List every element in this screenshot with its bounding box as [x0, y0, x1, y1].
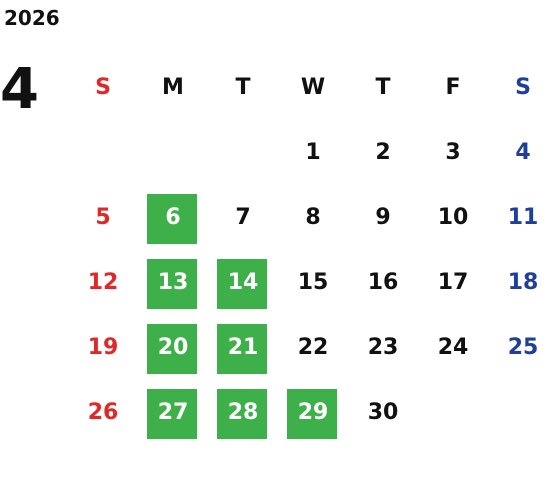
day-cell-29[interactable]: 29 — [278, 380, 348, 445]
day-cell-9[interactable]: 9 — [348, 185, 418, 250]
day-number: 8 — [305, 204, 321, 230]
day-cell-30[interactable]: 30 — [348, 380, 418, 445]
day-cell-6[interactable]: 6 — [138, 185, 208, 250]
day-cell-27[interactable]: 27 — [138, 380, 208, 445]
month-label: 4 — [0, 57, 39, 122]
day-number: 2 — [375, 139, 391, 165]
day-number: 11 — [507, 204, 539, 230]
day-cell-19[interactable]: 19 — [68, 315, 138, 380]
weekday-label: W — [300, 74, 326, 100]
day-number: 12 — [87, 269, 119, 295]
empty-day-cell — [208, 120, 278, 185]
weekday-label: S — [95, 74, 111, 100]
day-cell-15[interactable]: 15 — [278, 250, 348, 315]
day-number: 29 — [297, 399, 329, 425]
weekday-label: T — [235, 74, 251, 100]
weekday-header: W — [278, 55, 348, 120]
day-number: 5 — [95, 204, 111, 230]
day-cell-24[interactable]: 24 — [418, 315, 488, 380]
day-cell-14[interactable]: 14 — [208, 250, 278, 315]
day-cell-22[interactable]: 22 — [278, 315, 348, 380]
day-cell-23[interactable]: 23 — [348, 315, 418, 380]
day-number: 15 — [297, 269, 329, 295]
day-number: 26 — [87, 399, 119, 425]
day-number: 25 — [507, 334, 539, 360]
day-number: 19 — [87, 334, 119, 360]
day-number: 3 — [445, 139, 461, 165]
day-cell-12[interactable]: 12 — [68, 250, 138, 315]
day-number: 17 — [437, 269, 469, 295]
day-number: 1 — [305, 139, 321, 165]
day-cell-7[interactable]: 7 — [208, 185, 278, 250]
day-cell-18[interactable]: 18 — [488, 250, 548, 315]
weekday-header: F — [418, 55, 488, 120]
day-number: 4 — [515, 139, 531, 165]
day-number: 21 — [227, 334, 259, 360]
day-number: 7 — [235, 204, 251, 230]
day-number: 16 — [367, 269, 399, 295]
weekday-header: T — [348, 55, 418, 120]
day-cell-2[interactable]: 2 — [348, 120, 418, 185]
weekday-header: S — [68, 55, 138, 120]
weekday-label: F — [445, 74, 461, 100]
day-number: 18 — [507, 269, 539, 295]
weekday-label: S — [515, 74, 531, 100]
day-cell-11[interactable]: 11 — [488, 185, 548, 250]
empty-day-cell — [138, 120, 208, 185]
day-number: 10 — [437, 204, 469, 230]
day-cell-4[interactable]: 4 — [488, 120, 548, 185]
day-cell-20[interactable]: 20 — [138, 315, 208, 380]
weekday-label: M — [162, 74, 184, 100]
day-number: 9 — [375, 204, 391, 230]
day-cell-16[interactable]: 16 — [348, 250, 418, 315]
day-number: 24 — [437, 334, 469, 360]
day-cell-21[interactable]: 21 — [208, 315, 278, 380]
weekday-label: T — [375, 74, 391, 100]
weekday-header: T — [208, 55, 278, 120]
day-number: 14 — [227, 269, 259, 295]
weekday-header: S — [488, 55, 548, 120]
day-number: 28 — [227, 399, 259, 425]
day-number: 22 — [297, 334, 329, 360]
day-cell-13[interactable]: 13 — [138, 250, 208, 315]
day-cell-8[interactable]: 8 — [278, 185, 348, 250]
year-label: 2026 — [4, 6, 60, 30]
day-number: 13 — [157, 269, 189, 295]
day-cell-28[interactable]: 28 — [208, 380, 278, 445]
weekday-header: M — [138, 55, 208, 120]
day-cell-5[interactable]: 5 — [68, 185, 138, 250]
empty-day-cell — [68, 120, 138, 185]
day-number: 6 — [165, 204, 181, 230]
day-number: 30 — [367, 399, 399, 425]
day-cell-26[interactable]: 26 — [68, 380, 138, 445]
day-cell-17[interactable]: 17 — [418, 250, 488, 315]
day-cell-1[interactable]: 1 — [278, 120, 348, 185]
day-cell-3[interactable]: 3 — [418, 120, 488, 185]
day-number: 23 — [367, 334, 399, 360]
day-cell-10[interactable]: 10 — [418, 185, 488, 250]
day-number: 20 — [157, 334, 189, 360]
day-number: 27 — [157, 399, 189, 425]
day-cell-25[interactable]: 25 — [488, 315, 548, 380]
